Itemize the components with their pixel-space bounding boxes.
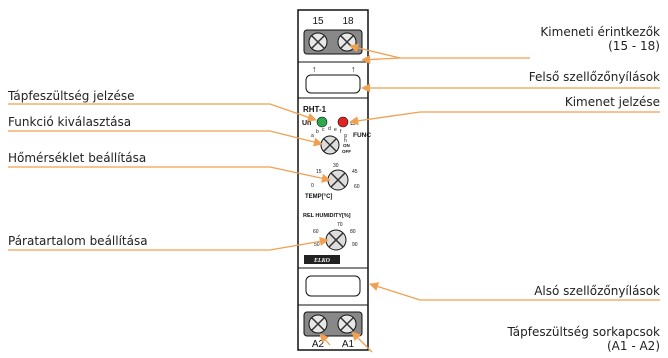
hum-scale-60: 60: [313, 229, 319, 235]
upper-vent: [305, 74, 361, 94]
model-label: RHT-1: [303, 105, 327, 114]
function-select-label: Funkció kiválasztása: [8, 115, 132, 129]
arrow-up-left-icon: ↑: [312, 64, 317, 74]
humidity-setting-label: Páratartalom beállítása: [8, 234, 148, 248]
function-dial[interactable]: [320, 135, 340, 155]
hum-scale-80: 80: [350, 229, 356, 235]
func-dial-label-on: ON: [343, 143, 350, 148]
temp-scale-30: 30: [333, 163, 339, 169]
humidity-label: REL HUMIDITY[%]: [303, 213, 351, 219]
func-dial-label-f: f: [340, 129, 342, 135]
temperature-dial[interactable]: [327, 169, 349, 191]
func-dial-label-b: b: [316, 129, 319, 135]
outputs-label: Kimeneti érintkezők (15 - 18): [540, 25, 660, 53]
func-dial-label-c: c: [322, 127, 325, 133]
temp-scale-0: 0: [311, 183, 314, 189]
callout-function: [8, 130, 323, 147]
func-dial-label-d: d: [328, 126, 331, 132]
callout-supply-a2: [319, 333, 331, 346]
callout-outputs: [349, 43, 530, 59]
callout-supply-indicator: [8, 103, 317, 122]
supply-terminals-label-line2: (A1 - A2): [606, 339, 660, 353]
temp-scale-60: 60: [354, 184, 360, 190]
terminal-screw-a2[interactable]: [308, 314, 328, 334]
output-led: [337, 116, 349, 128]
outputs-label-line2: (15 - 18): [608, 39, 660, 53]
supply-terminals-label: Tápfeszültség sorkapcsok (A1 - A2): [507, 325, 660, 353]
func-dial-label-a: a: [311, 133, 314, 139]
callout-temperature: [8, 166, 331, 183]
brand-text: ELKO: [313, 258, 331, 264]
terminal-a1-label: A1: [342, 339, 355, 350]
upper-vents-label: Felső szellőzőnyílások: [528, 70, 660, 84]
terminal-screw-15[interactable]: [308, 32, 328, 52]
un-label: Un: [302, 120, 311, 127]
outputs-label-line1: Kimeneti érintkezők: [540, 25, 660, 39]
callout-lower-vents: [369, 282, 660, 301]
terminal-a2-label: A2: [312, 339, 325, 350]
func-dial-label-e: e: [334, 127, 337, 133]
supply-indicator-label: Tápfeszültség jelzése: [8, 89, 135, 103]
terminal-screw-18[interactable]: [337, 32, 357, 52]
temp-scale-15: 15: [316, 169, 322, 175]
humidity-dial[interactable]: [325, 229, 347, 251]
callout-humidity: [8, 236, 329, 251]
lower-vents-label: Alsó szellőzőnyílások: [534, 284, 660, 298]
func-dial-label-g: g: [344, 133, 347, 139]
func-dial-label-off: OFF: [342, 149, 351, 154]
terminal-15-label: 15: [312, 16, 324, 27]
brand-logo: [304, 255, 340, 264]
callout-supply-a1: [351, 331, 373, 353]
terminal-screw-a1[interactable]: [337, 314, 357, 334]
temp-scale-45: 45: [352, 169, 358, 175]
power-led: [316, 116, 328, 128]
temp-setting-label: Hőmérséklet beállítása: [8, 151, 147, 165]
relay-device: 15 18 ↑ ↑ RHT-1 Un ⊏ FUNC a b c d e: [297, 9, 371, 351]
supply-terminals-label-line1: Tápfeszültség sorkapcsok: [507, 325, 660, 339]
hum-scale-70: 70: [337, 222, 343, 228]
hum-scale-50: 50: [314, 242, 320, 248]
terminal-18-label: 18: [342, 16, 354, 27]
func-dial-label-h: h: [344, 138, 347, 144]
lower-vent: [305, 275, 361, 297]
callout-outputs-b: [361, 55, 401, 65]
func-label: FUNC: [353, 132, 371, 139]
callout-output-indicator: [349, 111, 660, 126]
hum-scale-90: 90: [352, 242, 358, 248]
output-indicator-label: Kimenet jelzése: [564, 95, 660, 109]
temp-label: TEMP[°C]: [305, 194, 332, 200]
arrow-up-right-icon: ↑: [351, 64, 356, 74]
